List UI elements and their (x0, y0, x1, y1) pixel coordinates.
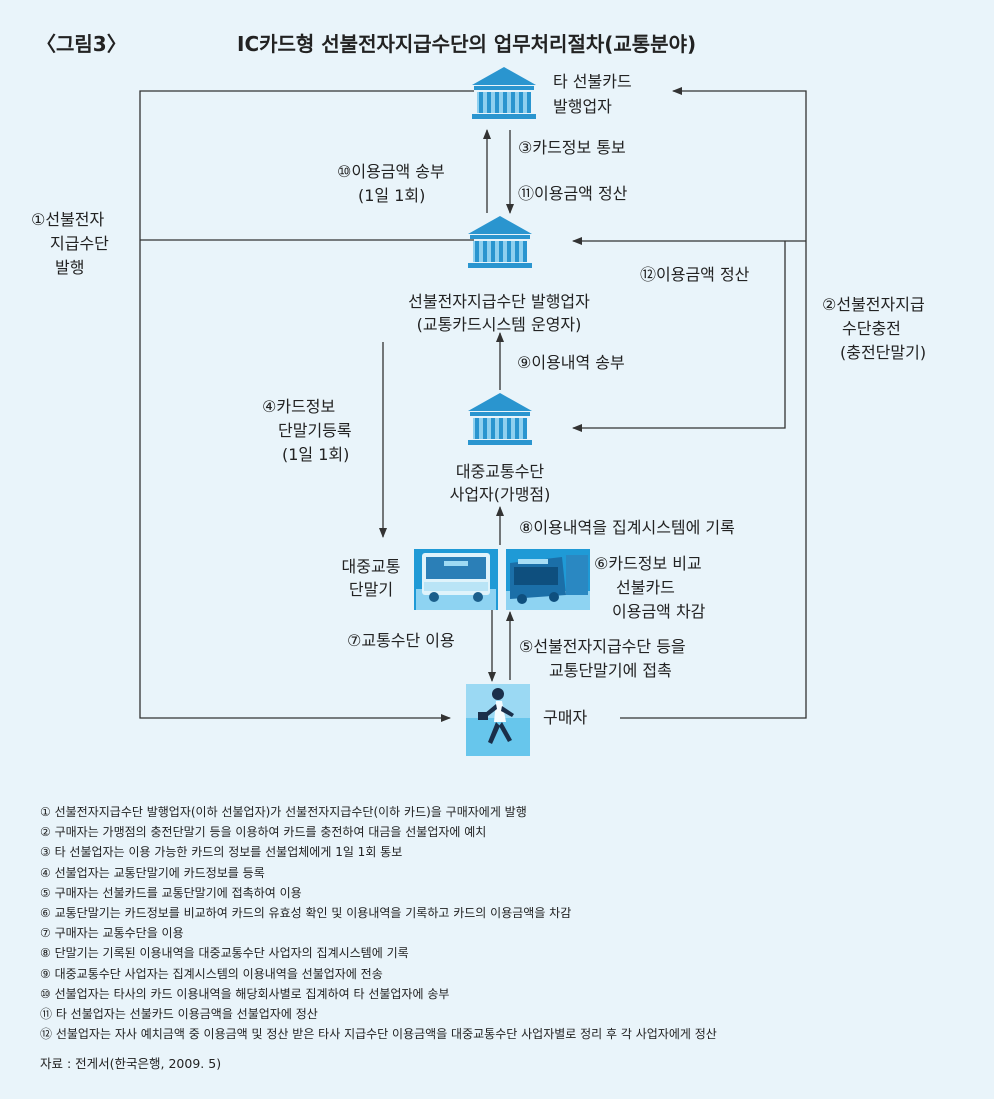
step-6-line3: 이용금액 차감 (612, 602, 706, 621)
step-1-line2: 지급수단 (50, 234, 109, 253)
bus-photo (506, 549, 590, 610)
bank-building-icon (468, 216, 532, 268)
note-item: ⑩ 선불업자는 타사의 카드 이용내역을 해당회사별로 집계하여 타 선불업자에… (40, 986, 450, 1001)
node-buyer: 구매자 (543, 708, 588, 727)
step-2-line1: ②선불전자지급 (822, 295, 925, 314)
step-3: ③카드정보 통보 (518, 138, 626, 157)
note-item: ⑤ 구매자는 선불카드를 교통단말기에 접촉하여 이용 (40, 885, 302, 900)
note-item: ⑧ 단말기는 기록된 이용내역을 대중교통수단 사업자의 집계시스템에 기록 (40, 946, 409, 961)
step-4-line3: (1일 1회) (282, 445, 350, 464)
step-10-line1: ⑩이용금액 송부 (337, 162, 445, 181)
figure-number: 〈그림3〉 (36, 32, 127, 56)
step-10-line2: (1일 1회) (358, 186, 426, 205)
node-terminal-line2: 단말기 (348, 580, 394, 599)
step-1-line1: ①선불전자 (31, 210, 105, 229)
bank-building-icon (472, 67, 536, 119)
step-4-line2: 단말기등록 (278, 421, 352, 440)
step-9: ⑨이용내역 송부 (517, 353, 625, 372)
node-other-issuer-line1: 타 선불카드 (553, 72, 632, 91)
step-11: ⑪이용금액 정산 (518, 184, 628, 203)
node-other-issuer-line2: 발행업자 (553, 97, 612, 116)
flow-line-1-top (139, 90, 474, 722)
figure-title: IC카드형 선불전자지급수단의 업무처리절차(교통분야) (237, 32, 697, 56)
step-6-line2: 선불카드 (616, 578, 675, 597)
node-issuer-line2: (교통카드시스템 운영자) (416, 315, 582, 334)
note-item: ③ 타 선불업자는 이용 가능한 카드의 정보를 선불업체에게 1일 1회 통보 (40, 845, 403, 860)
node-terminal-line1: 대중교통 (341, 557, 401, 576)
step-7: ⑦교통수단 이용 (347, 631, 455, 650)
notes-list: ① 선불전자지급수단 발행업자(이하 선불업자)가 선불전자지급수단(이하 카드… (40, 802, 717, 1044)
flow-line-12 (572, 241, 786, 432)
step-6-line1: ⑥카드정보 비교 (594, 554, 702, 573)
step-5-line2: 교통단말기에 접촉 (549, 661, 672, 680)
note-item: ② 구매자는 가맹점의 충전단말기 등을 이용하여 카드를 충전하여 대금을 선… (40, 825, 487, 840)
step-2-line3: (충전단말기) (840, 343, 927, 362)
flow-line-right-outer (620, 87, 807, 719)
node-issuer-line1: 선불전자지급수단 발행업자 (408, 292, 590, 311)
note-item: ⑥ 교통단말기는 카드정보를 비교하여 카드의 유효성 확인 및 이용내역을 기… (40, 906, 572, 921)
node-transit-operator-line1: 대중교통수단 (455, 462, 545, 481)
note-item: ④ 선불업자는 교통단말기에 카드정보를 등록 (40, 865, 265, 880)
step-1-line3: 발행 (55, 258, 85, 277)
flow-diagram (139, 67, 807, 756)
running-person-icon (466, 684, 530, 756)
note-item: ① 선불전자지급수단 발행업자(이하 선불업자)가 선불전자지급수단(이하 카드… (40, 805, 527, 819)
note-item: ⑦ 구매자는 교통수단을 이용 (40, 926, 184, 941)
bank-building-icon (468, 393, 532, 445)
source-note: 자료 : 전게서(한국은행, 2009. 5) (40, 1056, 222, 1071)
step-2-line2: 수단충전 (842, 319, 901, 338)
node-transit-operator-line2: 사업자(가맹점) (449, 485, 551, 504)
note-item: ⑨ 대중교통수단 사업자는 집계시스템의 이용내역을 선불업자에 전송 (40, 966, 383, 981)
step-5-line1: ⑤선불전자지급수단 등을 (519, 637, 686, 656)
step-12: ⑫이용금액 정산 (640, 265, 750, 284)
note-item: ⑪ 타 선불업자는 선불카드 이용금액을 선불업자에 정산 (40, 1007, 318, 1022)
bus-photo (414, 549, 498, 610)
step-4-line1: ④카드정보 (262, 397, 336, 416)
step-8: ⑧이용내역을 집계시스템에 기록 (519, 518, 735, 537)
note-item: ⑫ 선불업자는 자사 예치금액 중 이용금액 및 정산 받은 타사 지급수단 이… (40, 1027, 717, 1042)
